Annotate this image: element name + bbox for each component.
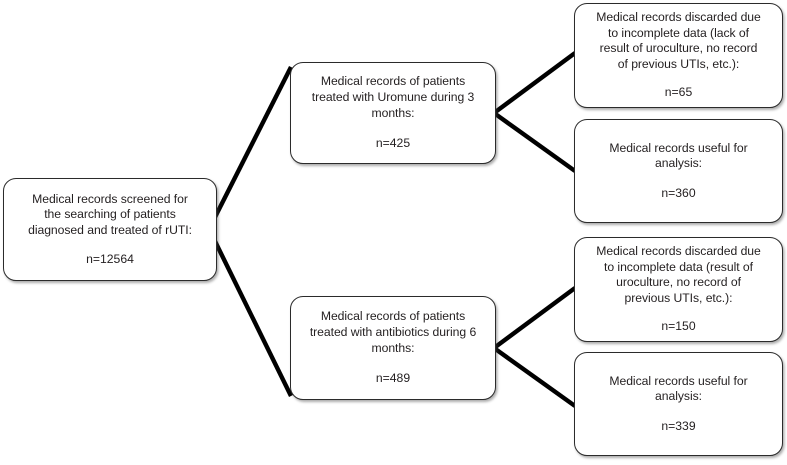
node-uromune-treated-count: n=425 [375,136,411,151]
node-uromune-treated-text: Medical records of patients treated with… [311,74,475,120]
node-antibiotics-treated-count: n=489 [375,371,411,386]
node-useful-antibiotics[interactable]: Medical records useful for analysis: n=3… [574,352,783,456]
connector-uromune-to-discarded [492,51,577,115]
connector-screened-to-antibiotics [207,228,293,397]
node-antibiotics-treated[interactable]: Medical records of patients treated with… [290,296,496,400]
node-useful-uromune-count: n=360 [661,185,696,200]
connector-uromune-to-useful [492,111,577,173]
node-useful-antibiotics-count: n=339 [661,418,696,433]
node-useful-uromune[interactable]: Medical records useful for analysis: n=3… [574,119,783,223]
node-discarded-uromune[interactable]: Medical records discarded due to incompl… [574,3,783,108]
node-discarded-antibiotics[interactable]: Medical records discarded due to incompl… [574,237,783,342]
node-records-screened-count: n=12564 [86,251,134,266]
connector-screened-to-uromune [207,66,293,230]
node-records-screened[interactable]: Medical records screened for the searchi… [3,178,217,281]
node-records-screened-text: Medical records screened for the searchi… [28,191,192,237]
node-discarded-uromune-count: n=65 [664,85,693,100]
node-useful-uromune-text: Medical records useful for analysis: [609,140,748,171]
node-discarded-antibiotics-count: n=150 [661,319,696,334]
node-discarded-antibiotics-text: Medical records discarded due to incompl… [596,244,761,305]
node-uromune-treated[interactable]: Medical records of patients treated with… [290,62,496,164]
connector-antibiotics-to-discarded [492,286,577,350]
connector-antibiotics-to-useful [492,346,577,408]
node-useful-antibiotics-text: Medical records useful for analysis: [609,373,748,404]
node-discarded-uromune-text: Medical records discarded due to incompl… [596,10,761,71]
node-antibiotics-treated-text: Medical records of patients treated with… [309,309,477,355]
